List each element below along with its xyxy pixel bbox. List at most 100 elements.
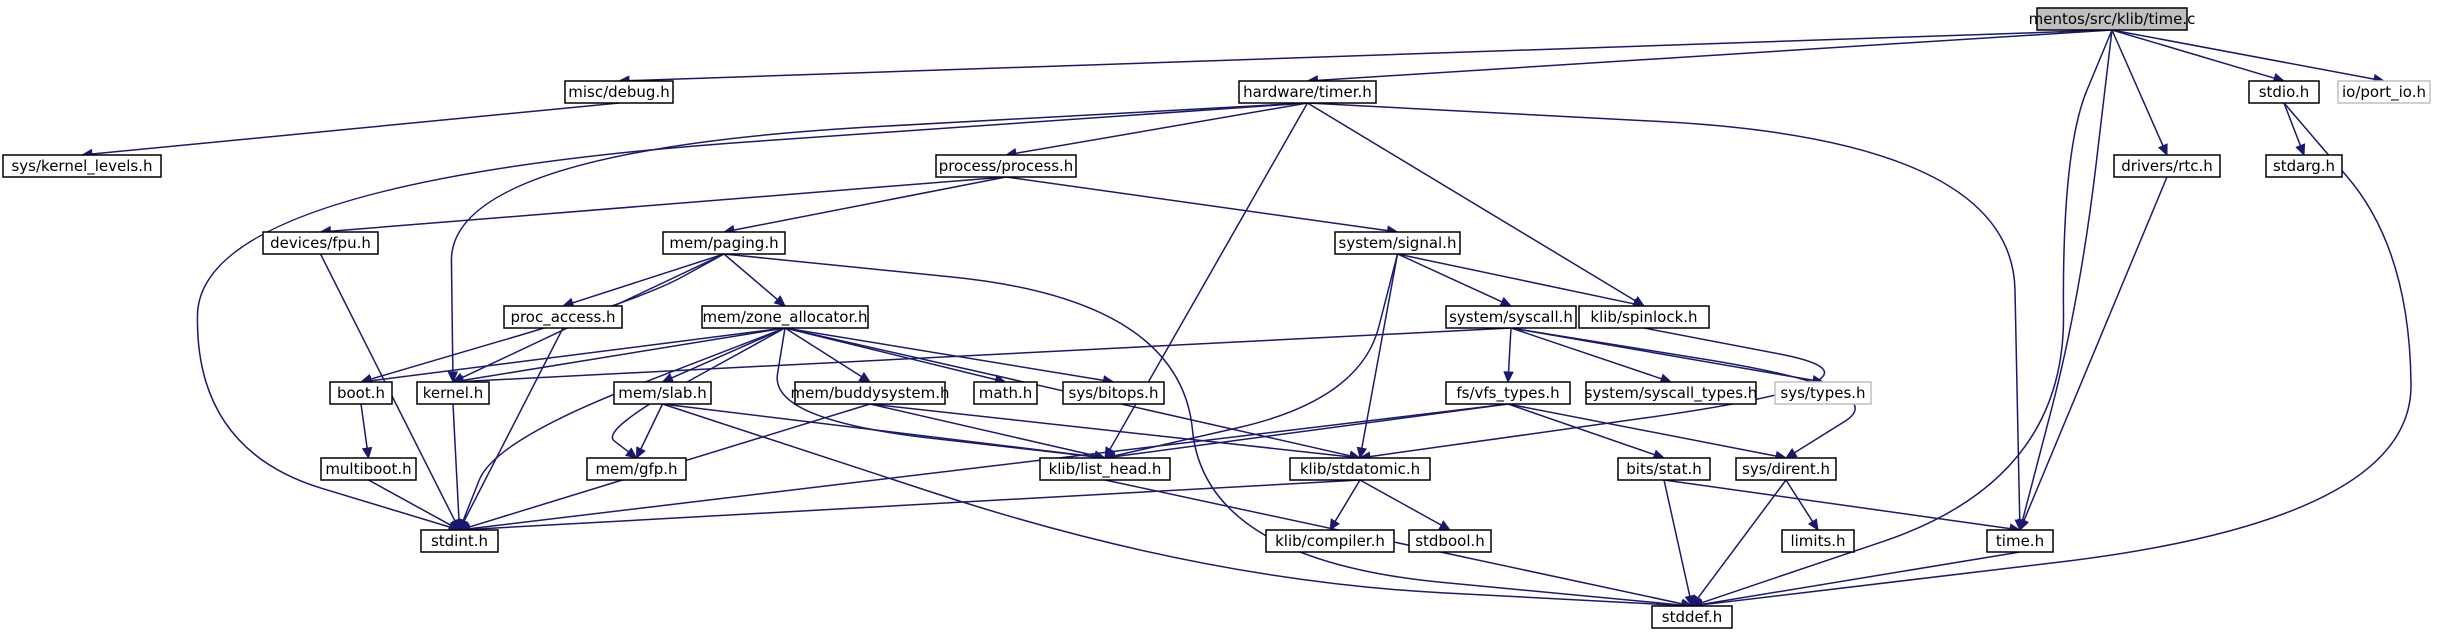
node-multiboot[interactable]: multiboot.h [320,457,417,481]
edge-system_signal-to-klib_spinlock [1397,253,1635,305]
arrowhead-kernel [447,371,459,384]
node-box[interactable] [1408,529,1492,553]
node-box[interactable] [1334,231,1461,255]
node-compiler[interactable]: klib/compiler.h [1265,529,1395,553]
node-bits-stat[interactable]: bits/stat.h [1617,457,1711,481]
node-hardware-timer[interactable]: hardware/timer.h [1238,80,1377,104]
node-box[interactable] [2265,154,2343,178]
node-box[interactable] [416,381,490,405]
node-devices-fpu[interactable]: devices/fpu.h [262,231,379,255]
arrowhead-stdatomic [1356,446,1368,460]
node-box[interactable] [1735,457,1837,481]
node-box[interactable] [1445,381,1571,405]
node-box[interactable] [662,231,786,255]
node-box[interactable] [586,457,687,481]
edge-system_signal-to-stdatomic [1361,253,1399,449]
edge-hardware_timer-to-kernel [450,102,1308,373]
node-stdbool[interactable]: stdbool.h [1408,529,1492,553]
edge-hardware_timer-to-time_h [1307,102,2021,521]
node-klib-spinlock[interactable]: klib/spinlock.h [1578,305,1710,329]
edge-sys_dirent-to-stddef [1697,479,1787,599]
node-sys-dirent[interactable]: sys/dirent.h [1735,457,1837,481]
node-box[interactable] [564,80,674,104]
arrowhead-drivers_rtc [2157,143,2168,157]
node-kernel[interactable]: kernel.h [416,381,490,405]
node-box[interactable] [1265,529,1395,553]
arrowhead-limits [1807,518,1819,532]
node-stdio[interactable]: stdio.h [2248,80,2320,104]
node-mem-gfp[interactable]: mem/gfp.h [586,457,687,481]
node-stdint[interactable]: stdint.h [420,529,499,553]
node-stdarg[interactable]: stdarg.h [2265,154,2343,178]
node-box[interactable] [262,231,379,255]
node-box[interactable] [1445,305,1577,329]
node-box[interactable] [1289,457,1431,481]
edge-layer [80,29,2412,611]
node-mem-paging[interactable]: mem/paging.h [662,231,786,255]
arrowhead-mem_gfp [635,446,646,460]
node-box[interactable] [973,381,1038,405]
node-syscall-types[interactable]: system/syscall_types.h [1585,381,1758,405]
node-stdatomic[interactable]: klib/stdatomic.h [1289,457,1431,481]
node-box[interactable] [613,381,712,405]
node-box[interactable] [2036,7,2188,31]
node-limits[interactable]: limits.h [1781,529,1855,553]
node-mem-slab[interactable]: mem/slab.h [613,381,712,405]
node-box[interactable] [1585,381,1757,405]
node-system-signal[interactable]: system/signal.h [1334,231,1461,255]
edge-multiboot-to-stdint [368,479,452,526]
node-label: mem/gfp.h [595,460,677,478]
node-box[interactable] [2337,80,2431,104]
node-system-syscall[interactable]: system/syscall.h [1445,305,1577,329]
edge-root-to-hardware_timer [1317,29,2113,82]
edge-root-to-stdio [2111,29,2275,79]
node-box[interactable] [1986,529,2054,553]
node-label: boot.h [337,384,385,402]
node-box[interactable] [1062,381,1165,405]
node-time-h[interactable]: time.h [1986,529,2054,553]
edge-root-to-io_port_io [2111,29,2375,80]
node-sys-kernel-levels[interactable]: sys/kernel_levels.h [2,154,162,178]
node-box[interactable] [2248,80,2320,104]
node-misc-debug[interactable]: misc/debug.h [564,80,674,104]
node-root[interactable]: mentos/src/klib/time.c [2029,7,2196,31]
node-label: hardware/timer.h [1243,83,1372,101]
node-box[interactable] [1039,457,1171,481]
node-boot[interactable]: boot.h [329,381,393,405]
node-box[interactable] [503,305,623,329]
node-fs-vfs-types[interactable]: fs/vfs_types.h [1445,381,1571,405]
edge-root-to-stddef [1701,29,2113,604]
node-box[interactable] [1617,457,1711,481]
node-box[interactable] [329,381,393,405]
node-math[interactable]: math.h [973,381,1038,405]
node-buddysystem[interactable]: mem/buddysystem.h [791,381,950,405]
node-io-port-io[interactable]: io/port_io.h [2337,80,2431,104]
edge-system_syscall-to-syscall_types [1510,327,1662,380]
node-label: devices/fpu.h [270,234,371,252]
node-box[interactable] [1238,80,1377,104]
node-process[interactable]: process/process.h [935,154,1077,178]
edge-system_syscall-to-kernel [462,327,1512,383]
node-zone-allocator[interactable]: mem/zone_allocator.h [701,305,869,329]
node-box[interactable] [2,154,162,178]
node-sys-types[interactable]: sys/types.h [1774,381,1872,405]
node-label: stdio.h [2259,83,2310,101]
node-box[interactable] [794,381,946,405]
edge-zone_allocator-to-sys_bitops [784,327,1104,382]
node-box[interactable] [2113,154,2221,178]
node-proc-access[interactable]: proc_access.h [503,305,623,329]
node-box[interactable] [1781,529,1855,553]
node-list-head[interactable]: klib/list_head.h [1039,457,1171,481]
node-box[interactable] [935,154,1077,178]
node-box[interactable] [1774,381,1872,405]
node-box[interactable] [1578,305,1710,329]
node-box[interactable] [701,305,869,329]
node-drivers-rtc[interactable]: drivers/rtc.h [2113,154,2221,178]
node-sys-bitops[interactable]: sys/bitops.h [1062,381,1165,405]
edge-time_h-to-stddef [1701,551,2021,606]
node-label: drivers/rtc.h [2121,157,2213,175]
node-box[interactable] [1651,605,1733,629]
node-box[interactable] [320,457,417,481]
node-box[interactable] [420,529,499,553]
node-stddef[interactable]: stddef.h [1651,605,1733,629]
